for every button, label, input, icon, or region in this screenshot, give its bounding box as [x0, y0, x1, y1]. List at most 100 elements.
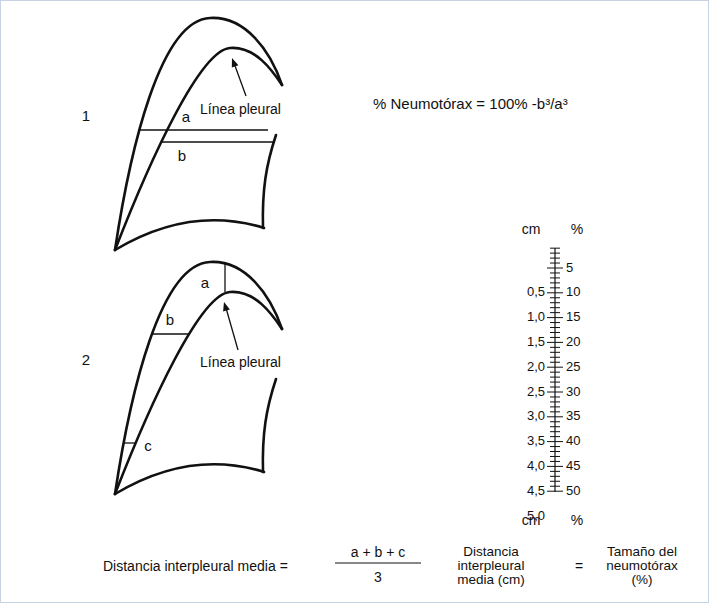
measure-line — [224, 262, 225, 292]
distance-label: a — [201, 274, 209, 291]
diaphragm — [115, 220, 264, 250]
scale-value-percent: 35 — [566, 409, 580, 424]
scale-tick — [555, 272, 560, 273]
scale-tick — [555, 436, 560, 437]
scale-tick — [555, 426, 560, 427]
numerator: a + b + c — [351, 544, 405, 560]
scale-tick — [555, 362, 560, 363]
scale-tick — [547, 416, 555, 417]
scale-tick — [555, 406, 560, 407]
scale-tick — [555, 466, 563, 467]
scale-value-cm: 1,5 — [527, 335, 545, 350]
formula: % Neumotórax = 100% -b³/a³ — [373, 95, 568, 112]
chest-wall — [263, 379, 276, 472]
scale-tick — [550, 263, 555, 264]
scale-tick — [547, 317, 555, 318]
scale-tick — [555, 327, 560, 328]
figure-number: 2 — [82, 351, 90, 368]
scale-tick — [550, 248, 555, 249]
distance-label: b — [166, 311, 174, 328]
scale-value-percent: 25 — [566, 360, 580, 375]
scale-tick — [555, 456, 560, 457]
arrowhead — [223, 302, 230, 312]
scale-tick — [550, 297, 555, 298]
scale-tick — [555, 367, 563, 368]
scale-tick — [550, 451, 555, 452]
scale-tick — [555, 481, 560, 482]
scale-tick — [555, 322, 560, 323]
scale-value-percent: 15 — [566, 310, 580, 325]
scale-tick — [547, 367, 555, 368]
scale-tick — [547, 268, 555, 269]
scale-tick — [555, 396, 560, 397]
scale-tick — [555, 248, 560, 249]
distance-label: a — [182, 108, 190, 125]
formula-text: Distancia interpleural media = — [103, 558, 288, 574]
scale-tick — [550, 411, 555, 412]
pleural-line-label: Línea pleural — [200, 354, 281, 370]
scale-tick — [555, 416, 563, 417]
scale-tick — [555, 372, 560, 373]
scale-tick — [547, 441, 555, 442]
scale-tick — [555, 312, 560, 313]
distance-label: b — [178, 147, 186, 164]
unit-label: cm — [522, 512, 541, 528]
scale-tick — [555, 471, 560, 472]
scale-value-cm: 1,0 — [527, 310, 545, 325]
scale-value-percent: 20 — [566, 335, 580, 350]
scale-value-percent: 30 — [566, 385, 580, 400]
scale-tick — [555, 451, 560, 452]
scale-value-percent: 45 — [566, 459, 580, 474]
scale-tick — [555, 287, 560, 288]
scale-tick — [550, 337, 555, 338]
chest-wall — [115, 262, 282, 494]
scale-tick — [555, 392, 563, 393]
scale-value-percent: 5 — [566, 261, 573, 276]
scale-tick — [550, 312, 555, 313]
scale-tick — [555, 411, 560, 412]
scale-value-cm: 2,0 — [527, 360, 545, 375]
scale-tick — [550, 272, 555, 273]
pleural-line — [115, 292, 282, 494]
diaphragm — [115, 464, 264, 494]
scale-tick — [555, 292, 563, 293]
scale-tick — [550, 486, 555, 487]
scale-tick — [550, 307, 555, 308]
pleural-line — [115, 48, 282, 250]
scale-tick — [555, 491, 563, 492]
pleural-line-label: Línea pleural — [200, 101, 281, 117]
scale-tick — [550, 382, 555, 383]
scale-value-cm: 3,0 — [527, 409, 545, 424]
unit-label: % — [571, 221, 583, 237]
hemithorax-figure-2 — [115, 262, 282, 494]
scale-ticks — [547, 248, 563, 491]
scale-tick — [550, 461, 555, 462]
scale-tick — [555, 441, 563, 442]
scale-tick — [550, 258, 555, 259]
equals-sign: = — [575, 558, 583, 574]
scale-tick — [555, 268, 563, 269]
scale-tick — [555, 357, 560, 358]
scale-tick — [550, 347, 555, 348]
scale-value-cm: 2,5 — [527, 385, 545, 400]
scale-tick — [550, 396, 555, 397]
scale-tick — [555, 421, 560, 422]
measure-line — [161, 141, 274, 142]
figure-number: 1 — [82, 107, 90, 124]
scale-tick — [550, 401, 555, 402]
scale-tick — [550, 327, 555, 328]
scale-value-cm: 4,0 — [527, 459, 545, 474]
scale-tick — [555, 253, 560, 254]
scale-tick — [550, 387, 555, 388]
nomogram-caption: Distancia interpleural media (cm) — [445, 545, 537, 587]
scale-tick — [555, 486, 560, 487]
scale-tick — [550, 277, 555, 278]
scale-tick — [555, 258, 560, 259]
scale-tick — [550, 406, 555, 407]
scale-tick — [550, 446, 555, 447]
scale-tick — [550, 476, 555, 477]
arrowhead — [232, 58, 239, 68]
scale-tick — [547, 342, 555, 343]
scale-tick — [555, 446, 560, 447]
